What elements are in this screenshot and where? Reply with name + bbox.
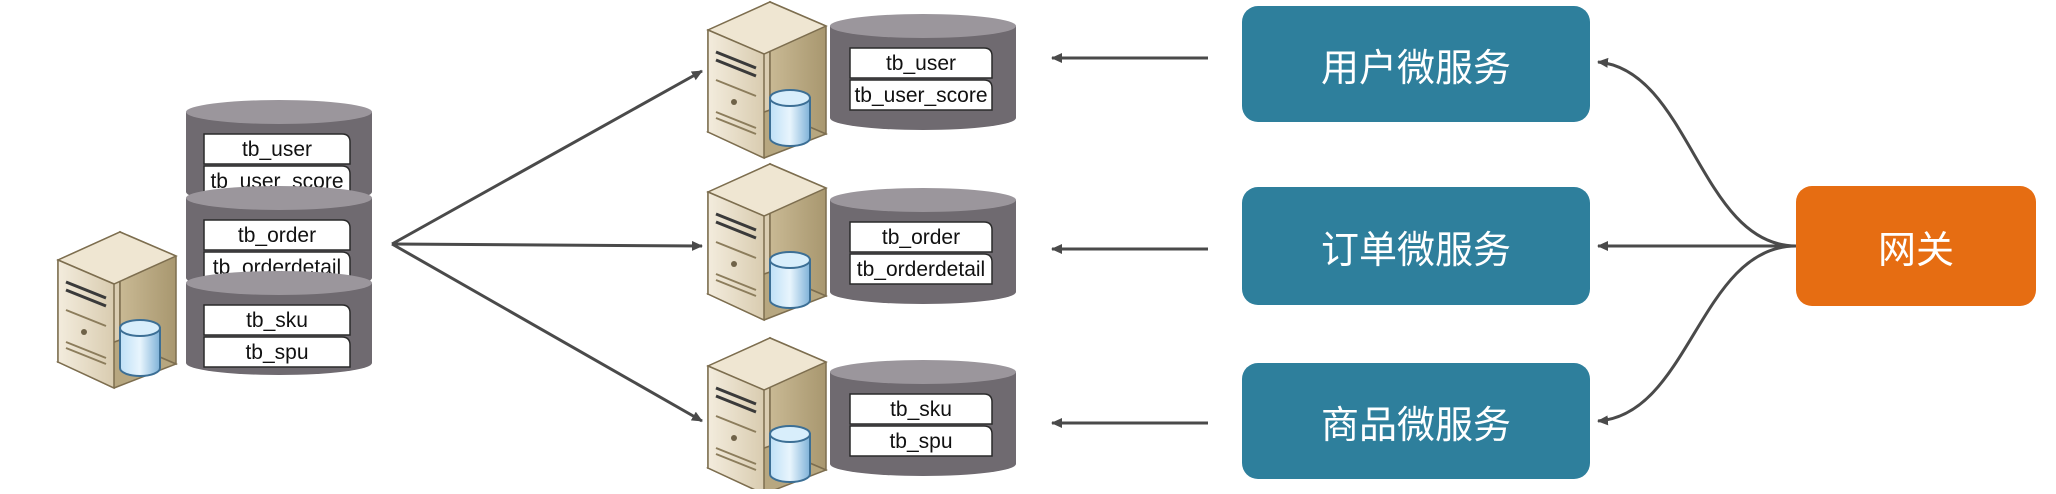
user-service-box[interactable]: 用户微服务 [1242,6,1590,122]
split-table-1-2: tb_user_score [849,79,993,111]
split-table-1-1-text: tb_user [886,52,956,75]
monolith-server-icon [56,230,178,390]
split-server-icon-2 [706,162,828,322]
monolith-table-2-1: tb_order [203,219,351,251]
monolith-table-3-1: tb_sku [203,304,351,336]
gateway-box[interactable]: 网关 [1796,186,2036,306]
gateway-to-product-arrow [1597,244,1797,426]
order-service-label: 订单微服务 [1320,227,1511,272]
gateway-label: 网关 [1877,227,1954,272]
split-table-2-2-text: tb_orderdetail [857,258,985,281]
split-table-1-2-text: tb_user_score [854,84,987,107]
order-service-box[interactable]: 订单微服务 [1242,187,1590,305]
monolith-table-2-1-text: tb_order [238,224,316,247]
split-arrow-1 [391,69,703,246]
monolith-table-3-2: tb_spu [203,336,351,368]
monolith-table-1-1-text: tb_user [242,138,312,161]
product-service-label: 商品微服务 [1320,402,1511,447]
split-server-icon-1 [706,0,828,160]
split-table-2-1: tb_order [849,221,993,253]
split-arrow-3 [391,242,703,423]
split-server-icon-3 [706,336,828,494]
split-table-2-1-text: tb_order [882,226,960,249]
split-table-3-2-text: tb_spu [889,430,952,453]
gateway-to-user-arrow [1597,57,1797,248]
monolith-table-3-2-text: tb_spu [245,341,308,364]
monolith-table-3-1-text: tb_sku [246,309,308,332]
monolith-table-1-1: tb_user [203,133,351,165]
split-table-3-2: tb_spu [849,425,993,457]
split-table-1-1: tb_user [849,47,993,79]
split-table-3-1: tb_sku [849,393,993,425]
product-service-box[interactable]: 商品微服务 [1242,363,1590,479]
split-table-3-1-text: tb_sku [890,398,952,421]
split-arrow-2 [391,240,703,251]
split-table-2-2: tb_orderdetail [849,253,993,285]
user-service-label: 用户微服务 [1320,45,1511,90]
